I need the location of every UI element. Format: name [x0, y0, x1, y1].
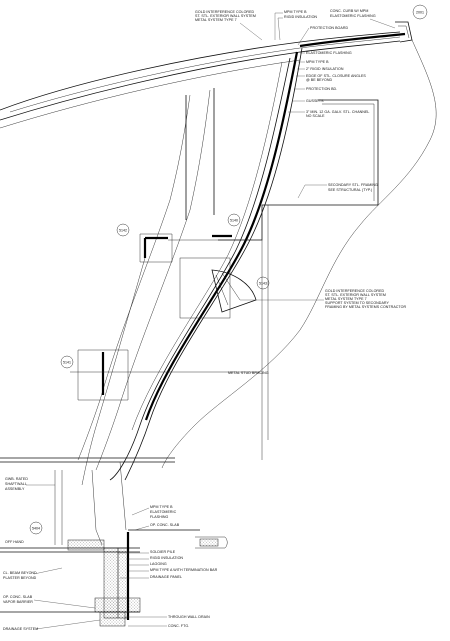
secondary-framing-note: SECONDARY STL. FRAMING SEE STRUCTURAL (T…: [297, 183, 378, 199]
callout-2001[interactable]: 2001: [412, 4, 428, 20]
protection-board-note: PROTECTION BOARD: [297, 26, 348, 46]
note-line: MPM TYPE B: [306, 60, 329, 64]
callout-5143[interactable]: 5143: [256, 276, 270, 290]
note-line: DRAINAGE SYSTEM: [3, 627, 38, 631]
callout-label: 5404: [32, 527, 40, 531]
secondary-steel-framing: [185, 88, 379, 460]
callout-5141[interactable]: 5141: [60, 355, 74, 369]
lower-bracing: [70, 349, 260, 401]
note-line: 3" MIN. 12 GA. GALV. STL. CHANNEL: [306, 110, 369, 114]
callout-5140[interactable]: 5140: [227, 213, 241, 227]
right-system-note: GOLD INTERFERENCE COLORED ST. STL. EXTER…: [240, 289, 406, 309]
site-contour-line: [161, 39, 437, 469]
top-left-note: GOLD INTERFERENCE COLORED ST. STL. EXTER…: [195, 10, 263, 41]
note-line: METAL STUD BRACING: [228, 371, 269, 375]
metal-stud-bracing-bracket: [81, 233, 240, 486]
note-line: NO SCALE: [306, 114, 325, 118]
note-line: MPM TYPE B: [150, 505, 173, 509]
callout-label: 5140: [230, 219, 238, 223]
note-line: 2" RIGID INSULATION: [306, 67, 344, 71]
note-line: ELASTOMERIC FLASHING: [306, 51, 352, 55]
upper-notes: ELASTOMERIC FLASHING MPM TYPE B 2" RIGID…: [288, 51, 369, 118]
callout-label: 5142: [119, 229, 127, 233]
note-line: RIGID INSULATION: [150, 556, 183, 560]
note-line: ST. STL. EXTERIOR WALL SYSTEM: [325, 293, 386, 297]
bracing-note: METAL STUD BRACING: [228, 371, 269, 375]
note-line: CL. BEAM BEYOND: [3, 571, 37, 575]
note-line: THROUGH WALL DRAIN: [168, 615, 210, 619]
note-line: SEE STRUCTURAL (TYP.): [328, 188, 372, 192]
top-right-note: CONC. CURB W/ MPM ELASTOMERIC FLASHING: [330, 9, 396, 29]
note-line: SHAFTWALL: [5, 482, 27, 486]
roof-curve: [0, 21, 413, 129]
note-line: MPM TYPE A WITH TERMINATION BAR: [150, 568, 218, 572]
note-line: SUPPORT SYSTEM TO SECONDARY: [325, 301, 389, 305]
note-line: PLASTER BEYOND: [3, 576, 37, 580]
note-line: GOLD INTERFERENCE COLORED: [325, 289, 385, 293]
note-line: ST. STL. EXTERIOR WALL SYSTEM: [195, 14, 256, 18]
note-line: PROTECTION BD.: [306, 87, 337, 91]
note-line: ELASTOMERIC FLASHING: [330, 14, 376, 18]
note-line: GOLD INTERFERENCE COLORED: [195, 10, 255, 14]
note-line: FRAMING BY METAL SYSTEMS CONTRACTOR: [325, 305, 406, 309]
note-line: MPM TYPE B: [284, 10, 307, 14]
note-line: OP. CONC. SLAB: [3, 595, 33, 599]
note-line: DRAINAGE PANEL: [150, 575, 182, 579]
note-line: OP. CONC. SLAB: [150, 523, 180, 527]
callout-label: 5143: [259, 282, 267, 286]
callout-5404[interactable]: 5404: [29, 521, 43, 535]
note-line: RIGID INSULATION: [284, 15, 317, 19]
main-curved-wall: [77, 47, 303, 481]
note-line: GWB. RATED: [5, 477, 28, 481]
note-line: OFF HAND: [5, 540, 24, 544]
top-mid-note: MPM TYPE B RIGID INSULATION: [274, 10, 317, 41]
note-line: CONC. FTG.: [168, 624, 189, 628]
note-line: SECONDARY STL. FRAMING: [328, 183, 378, 187]
bottom-notes: THROUGH WALL DRAIN CONC. FTG.: [125, 615, 210, 628]
note-line: VAPOR BARRIER: [3, 600, 33, 604]
left-notes: GWB. RATED SHAFTWALL ASSEMBLY OFF HAND C…: [3, 477, 101, 631]
note-line: METAL SYSTEM TYPE 7: [195, 18, 237, 22]
note-line: FLASHING: [150, 515, 169, 519]
callout-label: 2001: [416, 11, 424, 15]
note-line: METAL SYSTEM TYPE 7: [325, 297, 367, 301]
callout-label: 5141: [63, 361, 71, 365]
note-line: ELASTOMERIC: [150, 510, 177, 514]
note-line: LAGGING: [150, 562, 167, 566]
note-line: EDGE OF STL. CLOSURE ANGLES: [306, 74, 366, 78]
note-line: ASSEMBLY: [5, 487, 25, 491]
callout-5142[interactable]: 5142: [116, 223, 130, 237]
note-line: PROTECTION BOARD: [310, 26, 348, 30]
note-line: SOLDIER PILE: [150, 550, 176, 554]
lower-notes: MPM TYPE B ELASTOMERIC FLASHING OP. CONC…: [118, 505, 218, 579]
note-line: GUSSETS: [306, 99, 324, 103]
note-line: CONC. CURB W/ MPM: [330, 9, 368, 13]
foundation-base: [0, 457, 228, 627]
note-line: @ BE BEYOND: [306, 78, 333, 82]
